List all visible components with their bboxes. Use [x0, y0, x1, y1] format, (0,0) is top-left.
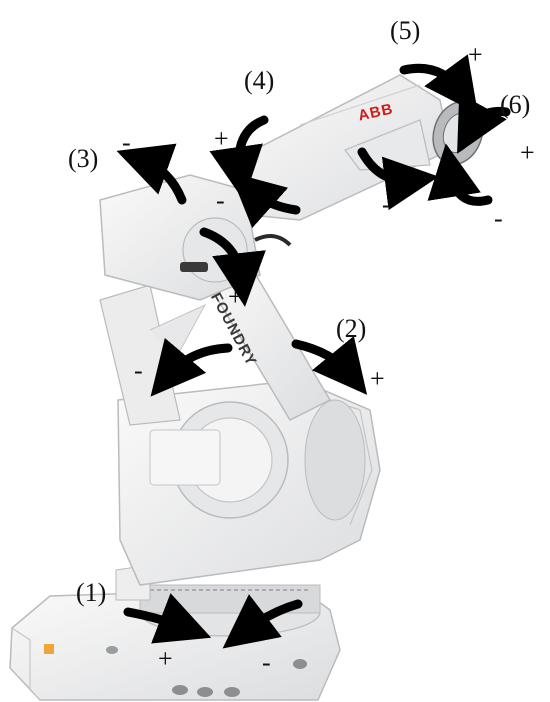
axis5-arrow-minus	[357, 147, 439, 211]
axis3-plus-sign: +	[228, 282, 243, 311]
axis1-label: (1)	[76, 578, 107, 607]
axis1-arrow-minus	[222, 594, 303, 649]
axis6-plus-sign: +	[520, 138, 535, 167]
axis2-arrow-plus	[291, 336, 368, 395]
axis4-plus-sign: +	[214, 124, 229, 153]
axis2-plus-sign: +	[370, 364, 385, 393]
axis5-label: (5)	[390, 16, 421, 45]
axis6-arrow-plus	[457, 93, 511, 154]
axis6-arrow-minus	[427, 143, 493, 206]
axis6-minus-sign: -	[494, 204, 503, 233]
axis2-label: (2)	[336, 314, 367, 343]
axis3-arrow-plus	[199, 227, 266, 307]
axis1-arrow-plus	[123, 593, 212, 644]
axis1-minus-sign: -	[262, 648, 271, 677]
axis3-arrow-minus	[116, 143, 187, 205]
axis3-label: (3)	[68, 144, 99, 173]
axis4-minus-sign: -	[216, 186, 225, 215]
axis1-plus-sign: +	[158, 644, 173, 673]
axis3-minus-sign: -	[122, 128, 131, 157]
robot-lower-body	[117, 379, 381, 586]
rotation-arrows	[116, 54, 511, 649]
axis2-arrow-minus	[150, 337, 233, 397]
axis4-label: (4)	[244, 66, 275, 95]
axis6-label: (6)	[500, 90, 531, 119]
axis5-minus-sign: -	[382, 190, 391, 219]
axis5-arrow-plus	[399, 54, 478, 114]
axis5-plus-sign: +	[468, 40, 483, 69]
axis2-minus-sign: -	[134, 356, 143, 385]
axis4-arrow-plus	[209, 115, 269, 201]
base-warning-label	[44, 644, 54, 654]
axis4-arrow-minus	[229, 172, 301, 229]
